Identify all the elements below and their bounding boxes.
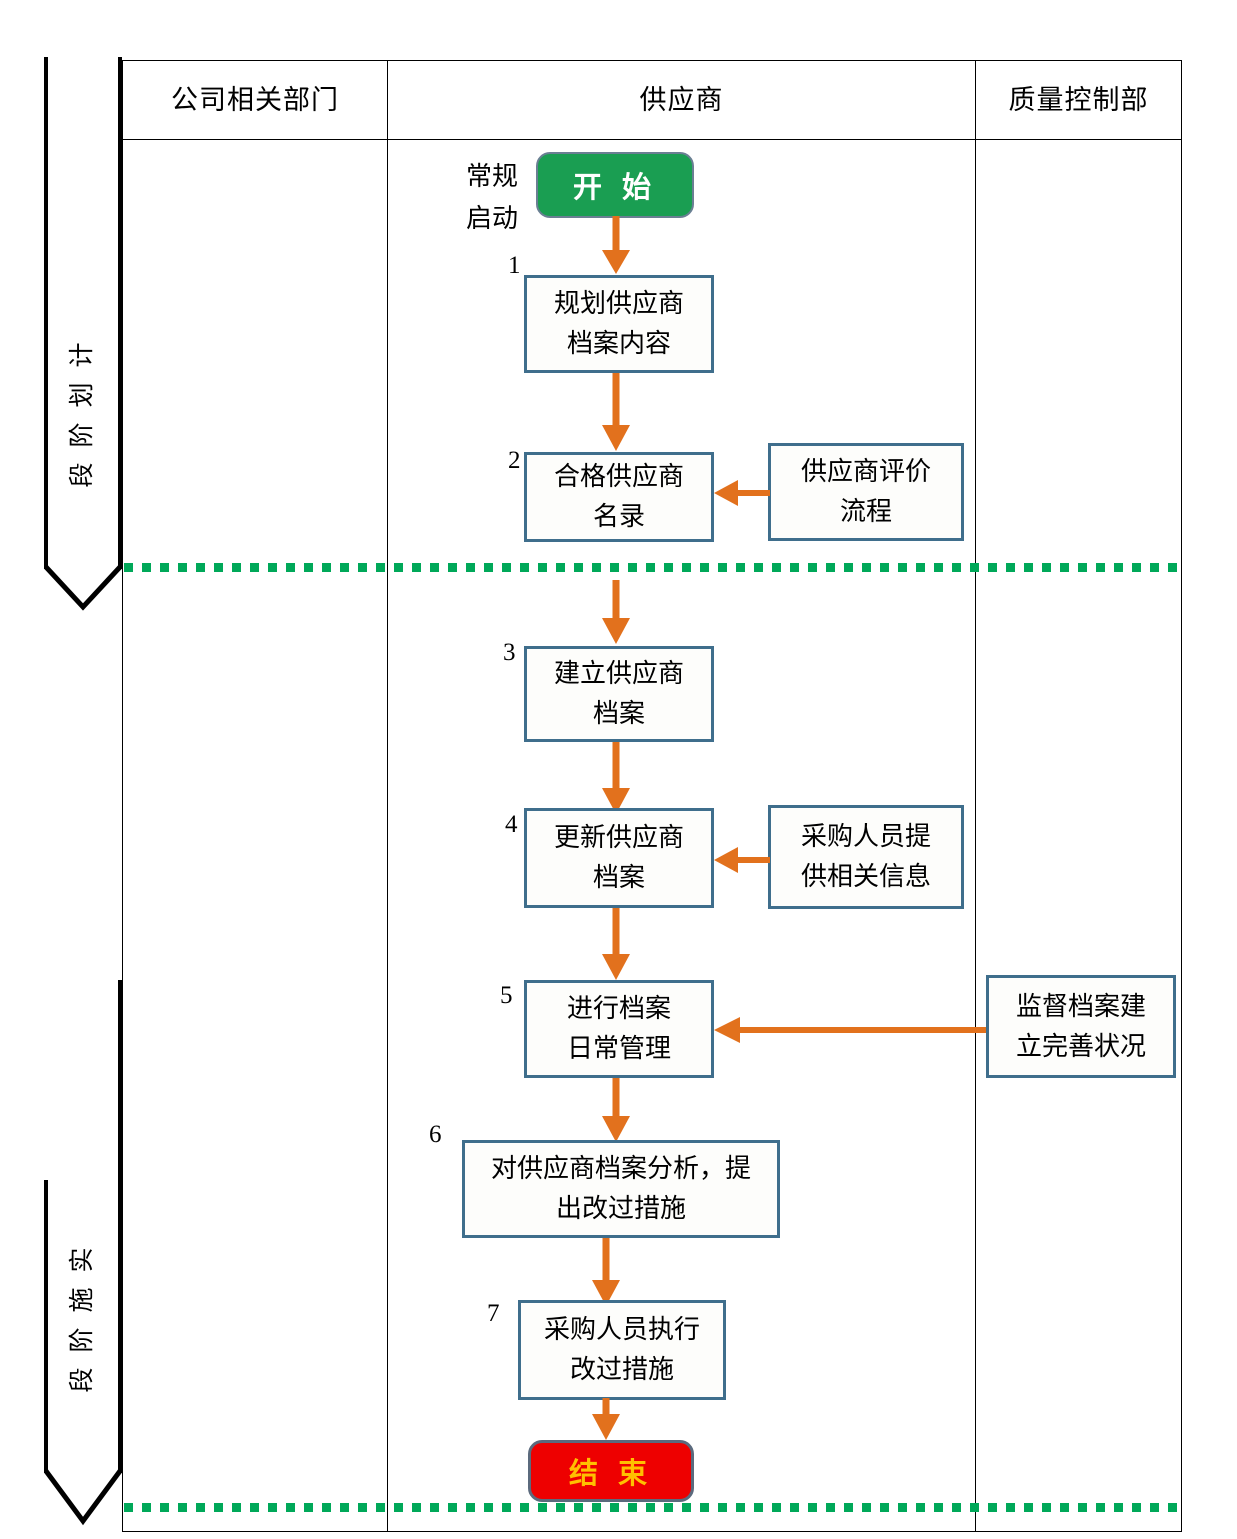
phase-arrow-tip (44, 565, 122, 611)
process-box-5[interactable]: 进行档案 日常管理 (524, 980, 714, 1078)
process-box-7-line2: 改过措施 (569, 1355, 674, 1384)
side-box-buyer-info-text: 采购人员提 供相关信息 (795, 817, 937, 897)
phase-label-char: 段 (69, 1367, 96, 1393)
side-box-buyer-info-line1: 采购人员提 (800, 822, 931, 851)
process-box-1-text: 规划供应商 档案内容 (548, 284, 690, 364)
process-box-2-line2: 名录 (592, 502, 645, 531)
process-box-7-text: 采购人员执行 改过措施 (538, 1310, 706, 1390)
phase-divider-planning-implementation (124, 563, 1184, 572)
phase-arrow-implementation (43, 980, 123, 1539)
phase-arrow-right-bar (118, 980, 122, 1473)
process-box-4-line2: 档案 (592, 863, 645, 892)
side-box-supplier-eval-line2: 流程 (839, 497, 892, 526)
process-box-5-line2: 日常管理 (566, 1034, 671, 1063)
process-box-4-text: 更新供应商 档案 (548, 818, 690, 898)
connector-step2-to-step3 (602, 580, 630, 644)
process-box-1-line2: 档案内容 (566, 329, 671, 358)
process-box-2[interactable]: 合格供应商 名录 (524, 452, 714, 542)
process-box-5-text: 进行档案 日常管理 (561, 989, 677, 1069)
connector-step5-to-step6 (602, 1078, 630, 1142)
process-box-7-line1: 采购人员执行 (543, 1315, 700, 1344)
process-box-2-line1: 合格供应商 (553, 462, 684, 491)
phase-label-char: 段 (69, 462, 96, 488)
phase-divider-implementation-end (124, 1503, 1184, 1512)
process-box-6[interactable]: 对供应商档案分析，提 出改过措施 (462, 1140, 780, 1238)
process-box-3[interactable]: 建立供应商 档案 (524, 646, 714, 742)
process-box-3-line2: 档案 (592, 699, 645, 728)
start-node[interactable]: 开 始 (536, 152, 694, 218)
process-box-3-line1: 建立供应商 (553, 659, 684, 688)
phase-label-planning: 计 划 阶 段 (44, 335, 122, 495)
process-box-1[interactable]: 规划供应商 档案内容 (524, 275, 714, 373)
side-box-supplier-eval[interactable]: 供应商评价 流程 (768, 443, 964, 541)
side-box-supplier-eval-line1: 供应商评价 (800, 457, 931, 486)
connector-start-to-step1 (602, 216, 630, 274)
connector-step3-to-step4 (602, 742, 630, 814)
step-number-7: 7 (487, 1300, 500, 1327)
column-header-company: 公司相关部门 (171, 85, 339, 115)
column-header-supplier: 供应商 (639, 85, 724, 115)
side-box-supplier-eval-text: 供应商评价 流程 (795, 452, 937, 532)
step-number-2: 2 (508, 447, 521, 474)
step-number-6: 6 (429, 1121, 442, 1148)
process-box-4-line1: 更新供应商 (553, 823, 684, 852)
divider-company-supplier (387, 60, 388, 1532)
step-number-1: 1 (508, 252, 521, 279)
process-box-1-line1: 规划供应商 (553, 289, 684, 318)
step-number-4: 4 (505, 811, 518, 838)
side-box-qc-supervise-line1: 监督档案建 (1015, 991, 1146, 1021)
entry-note: 常规 启动 (452, 156, 532, 240)
step-number-5: 5 (500, 982, 513, 1009)
connector-qc-supervise-to-step5 (714, 1017, 986, 1043)
connector-buyer-info-to-step4 (714, 847, 770, 873)
connector-step1-to-step2 (602, 373, 630, 451)
step-number-3: 3 (503, 639, 516, 666)
phase-arrow-tip (43, 1469, 123, 1526)
process-box-5-line1: 进行档案 (566, 994, 671, 1023)
process-box-6-text: 对供应商档案分析，提 出改过措施 (485, 1149, 757, 1229)
phase-label-implementation: 实 施 阶 段 (44, 1240, 122, 1400)
side-box-buyer-info-line2: 供相关信息 (800, 862, 931, 891)
phase-arrow-right-bar (118, 57, 122, 569)
frame-right-border (1181, 60, 1182, 1532)
process-box-2-text: 合格供应商 名录 (548, 457, 690, 537)
frame-bottom-border (122, 1531, 1182, 1532)
phase-arrow-left-bar (44, 1180, 48, 1473)
connector-step4-to-step5 (602, 908, 630, 980)
side-box-qc-supervise-line2: 立完善状况 (1015, 1031, 1146, 1061)
column-header-qc: 质量控制部 (1008, 85, 1149, 115)
end-node[interactable]: 结 束 (528, 1440, 694, 1502)
frame-top-border (122, 60, 1182, 61)
phase-arrow-planning (44, 57, 122, 611)
entry-note-line2: 启动 (465, 204, 518, 233)
connector-step7-to-end (592, 1398, 620, 1440)
header-bottom-border (122, 139, 1182, 140)
connector-step6-to-step7 (592, 1238, 620, 1306)
phase-arrow-left-bar (44, 57, 48, 569)
process-box-3-text: 建立供应商 档案 (548, 654, 690, 734)
connector-supplier-eval-to-step2 (714, 480, 770, 506)
entry-note-line1: 常规 (465, 162, 518, 191)
process-box-6-line1: 对供应商档案分析，提 (490, 1154, 751, 1183)
process-box-6-line2: 出改过措施 (555, 1194, 686, 1223)
side-box-qc-supervise-text: 监督档案建 立完善状况 (1010, 987, 1152, 1067)
side-box-buyer-info[interactable]: 采购人员提 供相关信息 (768, 805, 964, 909)
divider-supplier-qc (975, 60, 976, 1532)
side-box-qc-supervise[interactable]: 监督档案建 立完善状况 (986, 975, 1176, 1078)
process-box-4[interactable]: 更新供应商 档案 (524, 808, 714, 908)
frame-left-border (122, 60, 123, 1532)
process-box-7[interactable]: 采购人员执行 改过措施 (518, 1300, 726, 1400)
